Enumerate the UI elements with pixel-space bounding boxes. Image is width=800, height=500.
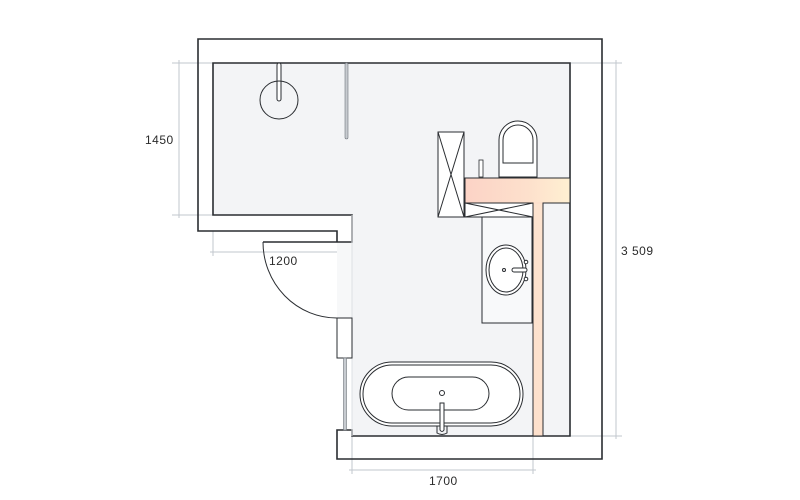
shower	[259, 62, 349, 140]
faucet-icon	[478, 159, 484, 178]
shower-glass-partition	[344, 62, 349, 140]
shower-pipe	[276, 62, 282, 102]
dimension-shower-depth: 1450	[145, 133, 174, 147]
floor	[213, 63, 570, 436]
dimension-room-length: 3 509	[621, 244, 654, 258]
door-jamb	[336, 317, 353, 359]
vanity	[481, 216, 533, 324]
shelf	[464, 177, 571, 204]
glass-panel	[343, 357, 347, 431]
dimension-lines	[172, 60, 622, 474]
bathtub-icon	[359, 361, 524, 435]
tall-cabinet	[437, 131, 465, 218]
door-swing-arc	[262, 241, 338, 319]
door	[262, 241, 353, 431]
pink-wall-strip	[532, 203, 544, 437]
dimension-shower-width: 1200	[269, 254, 298, 268]
dimension-room-width: 1700	[429, 474, 458, 488]
shower-head-icon	[259, 80, 299, 120]
under-shelf-box	[464, 202, 534, 218]
floor-entry	[337, 242, 352, 318]
toilet-icon	[498, 120, 538, 178]
